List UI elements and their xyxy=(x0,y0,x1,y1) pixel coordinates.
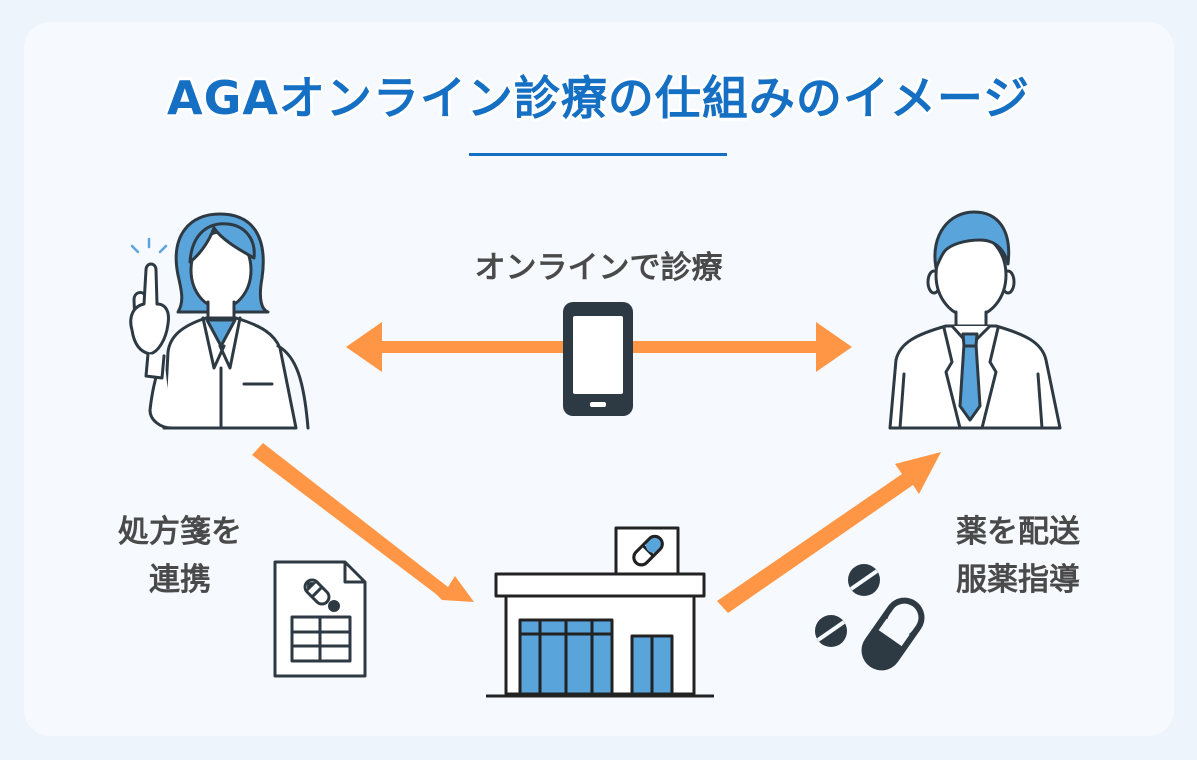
prescription-arrow xyxy=(252,443,474,602)
doctor-icon xyxy=(129,212,310,430)
prescription-label-line-1: 処方箋を xyxy=(118,514,242,550)
sparkle-icon xyxy=(130,237,168,254)
delivery-label: 薬を配送 服薬指導 xyxy=(930,508,1106,604)
delivery-arrow xyxy=(717,452,941,613)
prescription-document-icon xyxy=(273,560,367,678)
consultation-label: オンラインで診療 xyxy=(474,250,723,286)
prescription-label-line-2: 連携 xyxy=(149,562,211,598)
page-title: AGAオンライン診療の仕組みのイメージ xyxy=(166,71,1031,125)
delivery-label-line-1: 薬を配送 xyxy=(956,514,1080,550)
delivery-label-line-2: 服薬指導 xyxy=(956,562,1080,598)
medicine-icon xyxy=(815,564,925,671)
patient-icon xyxy=(888,210,1062,430)
smartphone-icon xyxy=(563,302,633,416)
title-underline xyxy=(469,153,727,156)
prescription-label: 処方箋を 連携 xyxy=(100,508,260,604)
pharmacy-icon xyxy=(486,526,714,698)
